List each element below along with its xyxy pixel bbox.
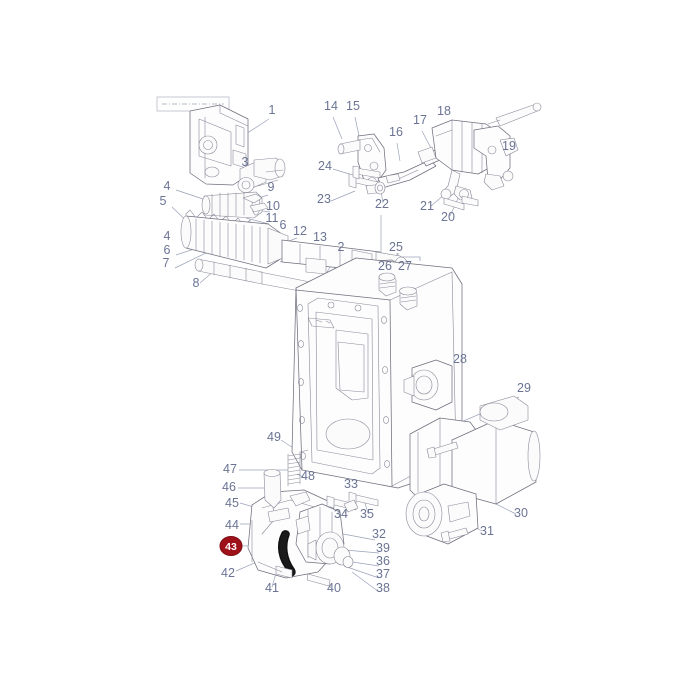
callout-48: 48 [301, 469, 315, 483]
callout-24: 24 [318, 159, 332, 173]
callout-46: 46 [222, 480, 236, 494]
callout-38: 38 [376, 581, 390, 595]
callout-43-label: 43 [225, 541, 237, 553]
callout-34: 34 [334, 507, 348, 521]
callout-10: 10 [266, 199, 280, 213]
callout-39: 39 [376, 541, 390, 555]
highlighted-callout-43[interactable]: 43 [219, 536, 243, 556]
callout-37: 37 [376, 567, 390, 581]
callout-9: 9 [268, 180, 275, 194]
callout-36: 36 [376, 554, 390, 568]
callout-4: 4 [164, 179, 171, 193]
callout-25: 25 [389, 240, 403, 254]
callout-12: 12 [293, 224, 307, 238]
callout-18: 18 [437, 104, 451, 118]
callout-11: 11 [266, 211, 279, 225]
callout-33: 33 [344, 477, 358, 491]
callout-28: 28 [453, 352, 467, 366]
callout-20: 20 [441, 210, 455, 224]
callout-32: 32 [372, 527, 386, 541]
part-shift-tower-assembly [189, 104, 286, 193]
part-starter-motor-assembly [405, 395, 541, 545]
callout-3: 3 [242, 155, 249, 169]
callout-31: 31 [480, 524, 494, 538]
callout-8: 8 [193, 276, 200, 290]
callout-13: 13 [313, 230, 327, 244]
callout-22: 22 [375, 197, 389, 211]
part-bracket-pump-assembly [247, 449, 379, 587]
callout-labels: 1 2 3 4 5 4 6 7 8 9 10 11 6 12 13 14 15 … [160, 99, 531, 595]
callout-29: 29 [517, 381, 531, 395]
callout-47: 47 [223, 462, 237, 476]
callout-42: 42 [221, 566, 235, 580]
callout-27: 27 [398, 259, 412, 273]
callout-17: 17 [413, 113, 427, 127]
callout-5: 5 [160, 194, 167, 208]
part-gear-linkage-assembly [337, 102, 542, 211]
callout-26: 26 [378, 259, 392, 273]
callout-41: 41 [265, 581, 279, 595]
callout-16: 16 [389, 125, 403, 139]
callout-45: 45 [225, 496, 239, 510]
callout-2: 2 [338, 240, 345, 254]
callout-44: 44 [225, 518, 239, 532]
callout-19: 19 [502, 139, 516, 153]
callout-30: 30 [514, 506, 528, 520]
callout-6: 6 [164, 243, 171, 257]
callout-4b: 4 [164, 229, 171, 243]
callout-23: 23 [317, 192, 331, 206]
callout-7: 7 [163, 256, 170, 270]
callout-15: 15 [346, 99, 360, 113]
callout-14: 14 [324, 99, 338, 113]
callout-21: 21 [420, 199, 434, 213]
callout-35: 35 [360, 507, 374, 521]
callout-6b: 6 [280, 218, 287, 232]
callout-1: 1 [269, 103, 276, 117]
callout-40: 40 [327, 581, 341, 595]
callout-49: 49 [267, 430, 281, 444]
